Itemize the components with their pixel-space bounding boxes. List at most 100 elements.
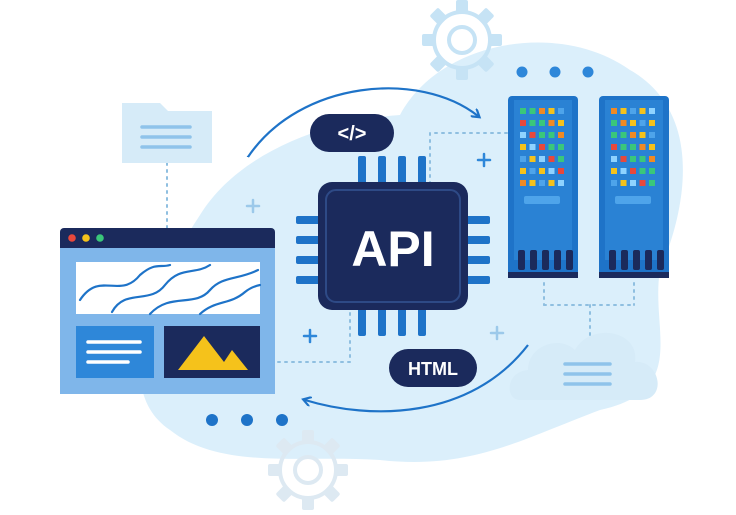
server-led <box>639 120 646 126</box>
server-led <box>611 144 617 150</box>
api-chip: API <box>296 156 490 336</box>
server-led <box>611 132 617 138</box>
server-led <box>529 132 536 138</box>
server-led <box>630 144 636 150</box>
arrow-icon <box>247 87 478 158</box>
server-led <box>630 180 636 186</box>
server-led <box>558 144 564 150</box>
server-led <box>611 108 617 114</box>
window-close-dot <box>68 234 76 242</box>
server-led <box>630 108 636 114</box>
server-led <box>529 144 536 150</box>
server-led <box>639 168 646 174</box>
server-led <box>611 156 617 162</box>
server-led <box>539 132 545 138</box>
server-led <box>649 108 655 114</box>
server-led <box>630 132 636 138</box>
server-led <box>558 180 564 186</box>
server-led <box>639 108 646 114</box>
server-icon <box>508 96 578 278</box>
server-led <box>620 108 627 114</box>
server-led <box>520 180 526 186</box>
server-led <box>649 180 655 186</box>
server-led <box>539 168 545 174</box>
html-badge: HTML <box>389 349 477 387</box>
window-minimize-dot <box>82 234 90 242</box>
server-led <box>630 156 636 162</box>
server-led <box>558 120 564 126</box>
server-led <box>539 108 545 114</box>
server-led <box>639 144 646 150</box>
cloud-icon <box>509 332 658 400</box>
server-led <box>529 108 536 114</box>
server-led <box>520 168 526 174</box>
server-led <box>548 168 555 174</box>
server-led <box>620 180 627 186</box>
server-led <box>639 132 646 138</box>
server-led <box>558 108 564 114</box>
server-led <box>548 144 555 150</box>
server-led <box>611 168 617 174</box>
server-led <box>649 168 655 174</box>
server-led <box>620 156 627 162</box>
server-led <box>520 120 526 126</box>
server-led <box>529 156 536 162</box>
server-led <box>520 144 526 150</box>
plus-icon <box>476 152 492 168</box>
server-led <box>649 156 655 162</box>
server-led <box>520 108 526 114</box>
code-badge: </> <box>310 114 394 152</box>
server-led <box>558 156 564 162</box>
server-led <box>539 180 545 186</box>
server-led <box>548 120 555 126</box>
server-led <box>548 108 555 114</box>
html-badge-label: HTML <box>408 359 458 379</box>
server-led <box>649 120 655 126</box>
server-led <box>529 180 536 186</box>
server-led <box>649 132 655 138</box>
window-maximize-dot <box>96 234 104 242</box>
dotted-connectors <box>166 132 635 363</box>
server-led <box>548 180 555 186</box>
dots-icon <box>206 414 288 426</box>
server-led <box>539 144 545 150</box>
server-status-leds <box>520 108 564 186</box>
server-led <box>620 132 627 138</box>
folder-icon <box>122 103 212 163</box>
browser-window-icon <box>60 228 275 394</box>
server-led <box>529 120 536 126</box>
server-icon <box>599 96 669 278</box>
chip-label: API <box>351 221 434 277</box>
server-led <box>620 120 627 126</box>
server-status-leds <box>611 108 655 186</box>
arrow-icon <box>305 344 529 413</box>
server-led <box>639 180 646 186</box>
map-panel <box>76 262 260 314</box>
server-led <box>548 132 555 138</box>
server-led <box>620 168 627 174</box>
dots-icon <box>516 66 594 78</box>
server-led <box>558 168 564 174</box>
plus-icon <box>245 198 261 214</box>
server-led <box>620 144 627 150</box>
server-led <box>548 156 555 162</box>
code-badge-label: </> <box>338 123 367 145</box>
server-led <box>520 132 526 138</box>
server-led <box>539 156 545 162</box>
gear-icon <box>422 0 502 80</box>
image-icon <box>164 326 260 378</box>
server-led <box>520 156 526 162</box>
server-led <box>649 144 655 150</box>
plus-icon <box>489 325 505 341</box>
server-led <box>611 120 617 126</box>
server-led <box>611 180 617 186</box>
server-led <box>539 120 545 126</box>
server-led <box>529 168 536 174</box>
server-led <box>639 156 646 162</box>
plus-icon <box>302 328 318 344</box>
server-led <box>630 120 636 126</box>
server-led <box>558 132 564 138</box>
gear-icon <box>268 430 348 510</box>
